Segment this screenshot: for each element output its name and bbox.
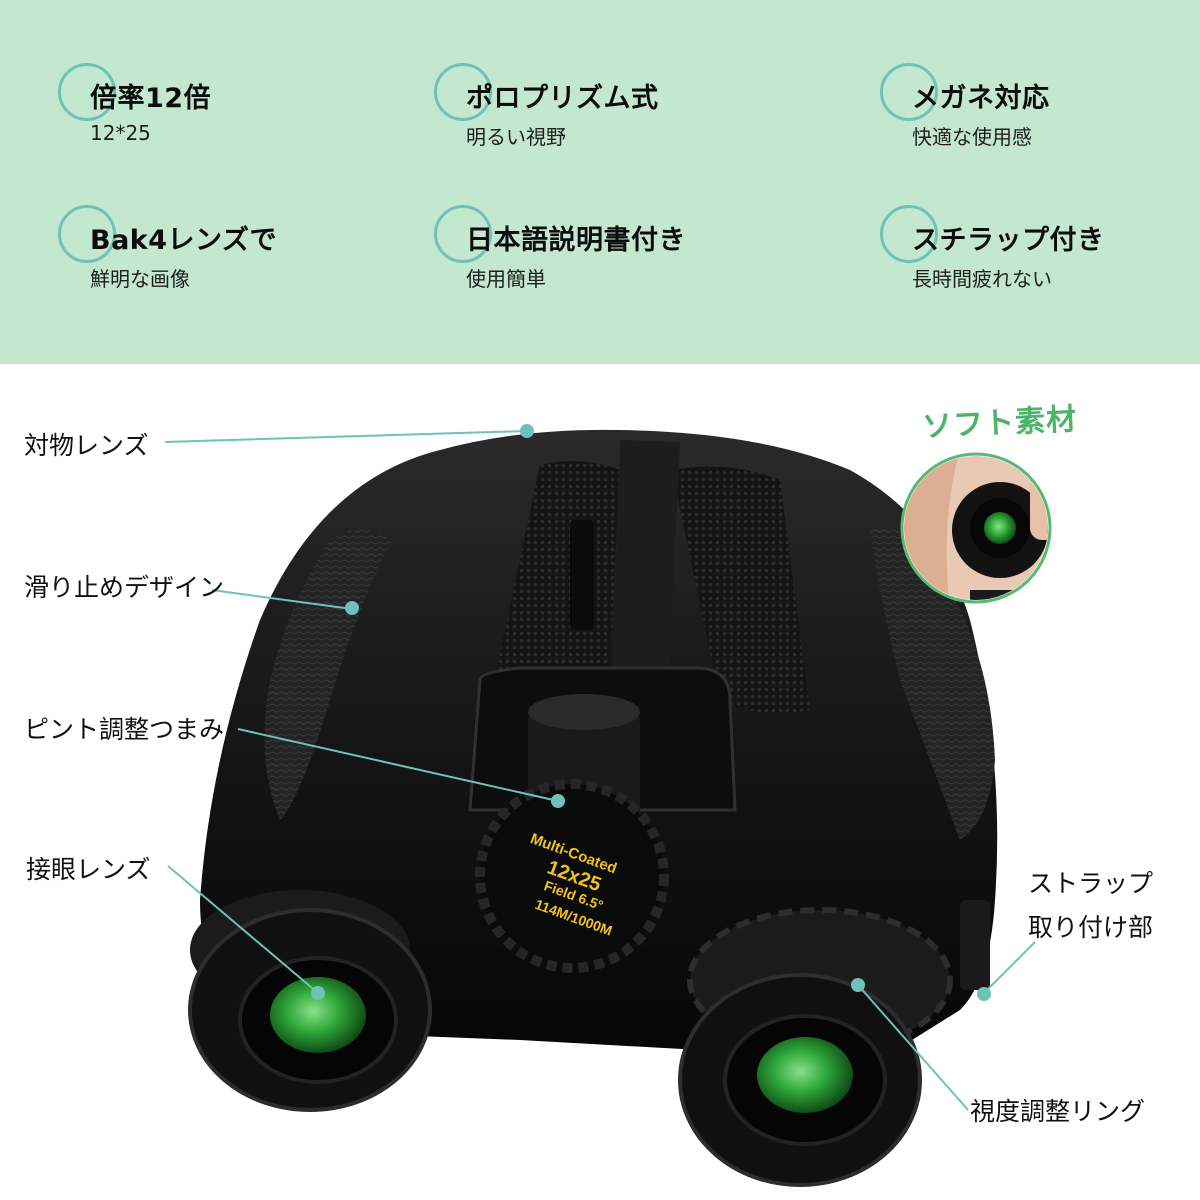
callout-objective-lens: 対物レンズ <box>24 431 149 460</box>
feature-japanese-manual: 日本語説明書付き 使用簡単 <box>434 205 774 305</box>
callout-strap-mount-line2: 取り付け部 <box>1028 913 1154 942</box>
feature-title: メガネ対応 <box>912 83 1050 114</box>
callout-anti-slip: 滑り止めデザイン <box>24 573 225 602</box>
callout-diopter-ring: 視度調整リング <box>970 1097 1146 1126</box>
callout-eyepiece: 接眼レンズ <box>26 855 151 884</box>
callout-strap-mount-line1: ストラップ <box>1028 869 1154 898</box>
feature-magnification: 倍率12倍 12*25 <box>58 63 398 163</box>
feature-porro-prism: ポロプリズム式 明るい視野 <box>434 63 774 163</box>
circle-bullet-icon <box>58 63 116 121</box>
feature-bak4-lens: Bak4レンズで 鮮明な画像 <box>58 205 398 305</box>
feature-title: 日本語説明書付き <box>466 225 686 256</box>
feature-title: 倍率12倍 <box>90 83 212 114</box>
product-area <box>0 364 1200 1200</box>
feature-title: スチラップ付き <box>912 225 1105 256</box>
feature-subtitle: 快適な使用感 <box>912 125 1032 149</box>
circle-bullet-icon <box>880 205 938 263</box>
feature-subtitle: 明るい視野 <box>466 125 566 149</box>
feature-subtitle: 鮮明な画像 <box>90 267 190 291</box>
feature-band: 倍率12倍 12*25 ポロプリズム式 明るい視野 メガネ対応 快適な使用感 B… <box>0 0 1200 364</box>
circle-bullet-icon <box>58 205 116 263</box>
feature-subtitle: 使用簡単 <box>466 267 546 291</box>
circle-bullet-icon <box>880 63 938 121</box>
feature-subtitle: 12*25 <box>90 121 151 145</box>
feature-strap: スチラップ付き 長時間疲れない <box>880 205 1200 305</box>
soft-material-label: ソフト素材 <box>921 401 1078 446</box>
feature-title: Bak4レンズで <box>90 225 278 256</box>
circle-bullet-icon <box>434 63 492 121</box>
feature-glasses: メガネ対応 快適な使用感 <box>880 63 1200 163</box>
feature-title: ポロプリズム式 <box>466 83 659 114</box>
feature-subtitle: 長時間疲れない <box>912 267 1052 291</box>
callout-focus-knob: ピント調整つまみ <box>24 715 225 744</box>
circle-bullet-icon <box>434 205 492 263</box>
